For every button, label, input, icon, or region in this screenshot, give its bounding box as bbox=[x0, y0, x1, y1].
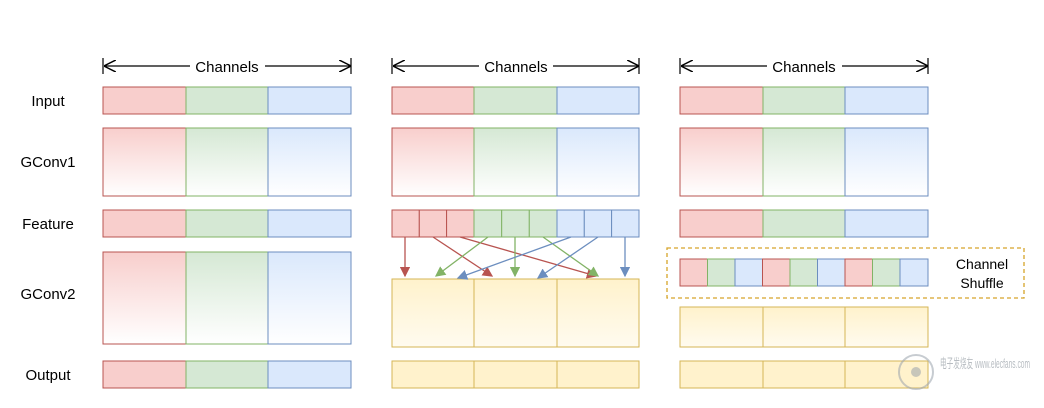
channels-header-2: Channels bbox=[391, 58, 640, 76]
gconv2-row bbox=[391, 278, 640, 348]
row-label-output: Output bbox=[25, 367, 71, 384]
row-label-input: Input bbox=[31, 93, 65, 110]
gconv1-row bbox=[679, 127, 929, 197]
gconv1-row bbox=[102, 127, 352, 197]
channel-shuffle-label-1: Channel bbox=[956, 256, 1008, 272]
column-3: Channel Shuffle bbox=[666, 86, 1025, 389]
input-row bbox=[679, 86, 929, 115]
channels-label: Channels bbox=[772, 59, 835, 76]
shuffle-arrows bbox=[399, 236, 631, 280]
row-label-gconv1: GConv1 bbox=[20, 154, 75, 171]
feature-row-split bbox=[391, 209, 640, 238]
column-2 bbox=[391, 86, 640, 389]
output-row bbox=[679, 360, 929, 389]
gconv2-row bbox=[102, 251, 352, 345]
row-label-feature: Feature bbox=[22, 216, 74, 233]
gconv1-row bbox=[391, 127, 640, 197]
feature-row bbox=[679, 209, 929, 238]
channel-shuffle-label-2: Shuffle bbox=[960, 275, 1004, 291]
row-label-gconv2: GConv2 bbox=[20, 286, 75, 303]
channel-shuffle-box: Channel Shuffle bbox=[666, 247, 1025, 299]
column-1 bbox=[102, 86, 352, 389]
output-row bbox=[102, 360, 352, 389]
watermark-text: 电子发烧友 www.elecfans.com bbox=[940, 356, 1030, 371]
channels-header-1: Channels bbox=[102, 58, 352, 76]
channels-label: Channels bbox=[195, 59, 258, 76]
watermark: 电子发烧友 www.elecfans.com bbox=[898, 354, 1030, 390]
gconv2-row bbox=[679, 306, 929, 348]
input-row bbox=[102, 86, 352, 115]
feature-row bbox=[102, 209, 352, 238]
channels-label: Channels bbox=[484, 59, 547, 76]
output-row bbox=[391, 360, 640, 389]
channels-header-3: Channels bbox=[679, 58, 929, 76]
input-row bbox=[391, 86, 640, 115]
